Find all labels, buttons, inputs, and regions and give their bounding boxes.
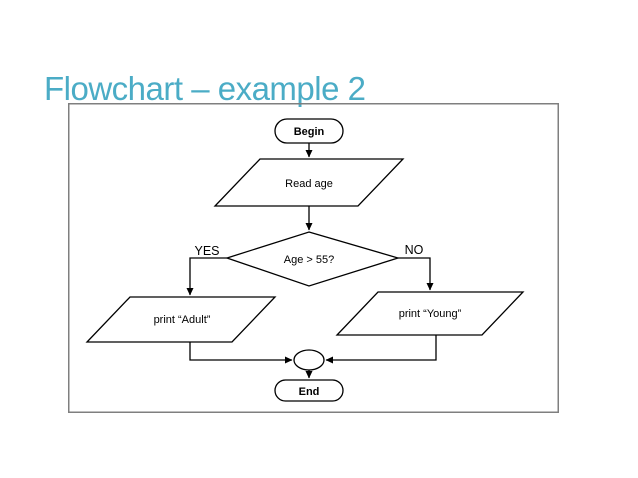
- end-node: [274, 379, 344, 402]
- end-node-label: End: [299, 386, 320, 398]
- flowchart-canvas: Begin Read age Age > 55? YES NO print “A…: [68, 103, 559, 413]
- print-adult-node: [85, 296, 277, 343]
- flowchart-frame: [68, 103, 559, 413]
- edge-no-branch: [398, 257, 434, 291]
- page-title: Flowchart – example 2: [44, 70, 366, 107]
- no-branch-label: NO: [405, 243, 424, 257]
- begin-node: [274, 118, 344, 144]
- print-young-node: [335, 291, 525, 336]
- decision-node-label: Age > 55?: [284, 254, 334, 266]
- decision-node: [224, 231, 401, 287]
- read-age-node: [213, 158, 405, 207]
- begin-node-label: Begin: [294, 126, 325, 138]
- merge-connector-node: [293, 349, 325, 371]
- yes-branch-label: YES: [194, 244, 219, 258]
- edge-yes-branch: [186, 257, 227, 296]
- edge-adult-to-merge: [189, 342, 293, 364]
- read-age-node-label: Read age: [285, 178, 333, 190]
- print-adult-node-label: print “Adult”: [154, 314, 211, 326]
- edge-young-to-merge: [325, 335, 437, 364]
- print-young-node-label: print “Young”: [399, 308, 462, 320]
